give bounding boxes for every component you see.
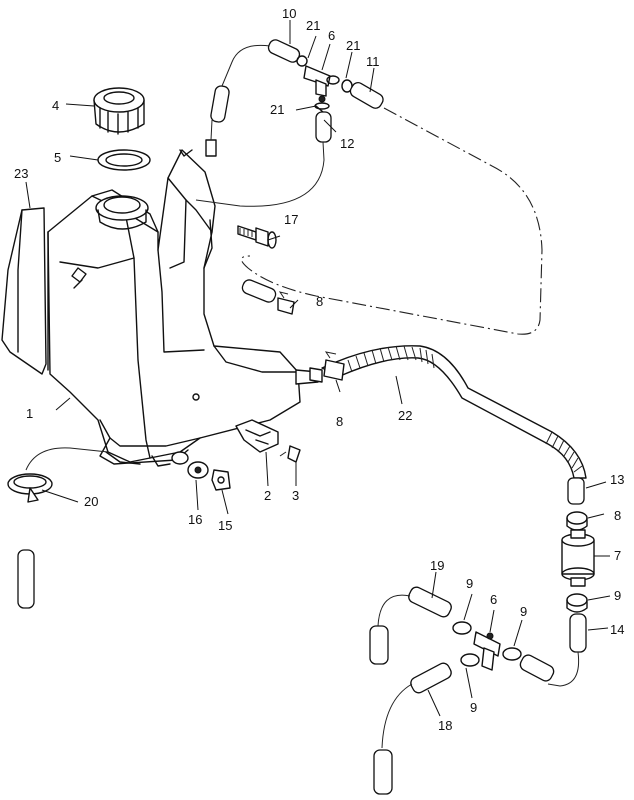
callout-18: 18 (438, 718, 452, 733)
callout-4: 4 (52, 98, 59, 113)
callout-8-upper: 8 (316, 294, 323, 309)
callout-13: 13 (610, 472, 624, 487)
drain-hose-and-clamp (241, 279, 295, 315)
callout-6-lower: 6 (490, 592, 497, 607)
callout-3: 3 (292, 488, 299, 503)
vent-line-path (240, 107, 543, 335)
callout-14: 14 (610, 622, 624, 637)
callout-1: 1 (26, 406, 33, 421)
callout-19: 19 (430, 558, 444, 573)
callout-9-b: 9 (614, 588, 621, 603)
callout-12: 12 (340, 136, 354, 151)
callout-9-a: 9 (466, 576, 473, 591)
callout-2: 2 (264, 488, 271, 503)
grommet-and-nut (187, 461, 231, 491)
callout-21-c: 21 (270, 102, 284, 117)
callout-11: 11 (366, 54, 380, 69)
cap-gasket (97, 149, 151, 171)
callout-16: 16 (188, 512, 202, 527)
tank-shroud (1, 207, 47, 375)
bolt-17 (237, 225, 277, 249)
callout-9-d: 9 (470, 700, 477, 715)
vent-hose-system (195, 39, 384, 207)
callout-20: 20 (84, 494, 98, 509)
callout-8-middle: 8 (336, 414, 343, 429)
callout-15: 15 (218, 518, 232, 533)
callout-21-b: 21 (346, 38, 360, 53)
fuel-tank (47, 139, 319, 467)
fuel-filter-assembly (561, 511, 595, 653)
callout-22: 22 (398, 408, 412, 423)
clamp-and-hose-20 (7, 447, 109, 609)
fuel-line-corrugated (309, 345, 587, 505)
callout-6-upper: 6 (328, 28, 335, 43)
lower-tee-assembly (369, 586, 580, 795)
callout-leaders (25, 20, 611, 717)
callout-10: 10 (282, 6, 296, 21)
bracket-and-screw (235, 419, 301, 463)
callout-21-a: 21 (306, 18, 320, 33)
tank-cap (93, 87, 145, 135)
callout-labels: 1 2 3 4 5 6 6 7 8 8 8 9 9 9 9 10 11 12 1… (14, 6, 624, 733)
callout-8-right: 8 (614, 508, 621, 523)
callout-9-c: 9 (520, 604, 527, 619)
callout-17: 17 (284, 212, 298, 227)
callout-23: 23 (14, 166, 28, 181)
callout-7: 7 (614, 548, 621, 563)
callout-5: 5 (54, 150, 61, 165)
